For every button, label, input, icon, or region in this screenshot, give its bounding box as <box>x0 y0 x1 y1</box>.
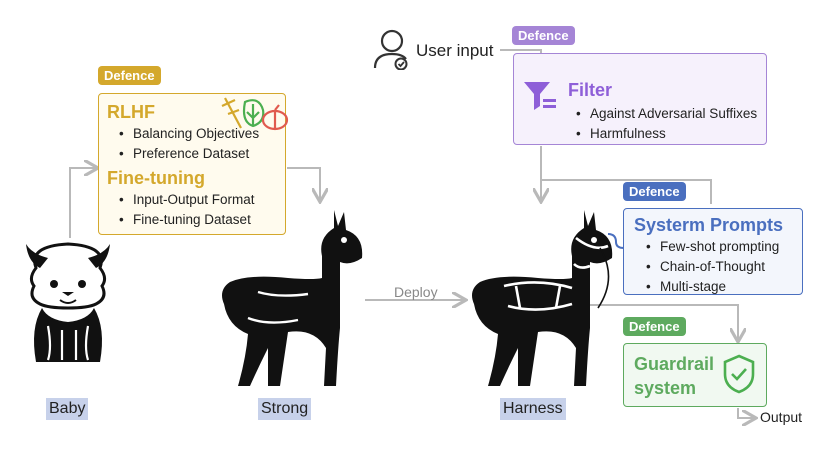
finetuning-item: Fine-tuning Dataset <box>119 210 255 230</box>
filter-box: Filter Against Adversarial Suffixes Harm… <box>513 53 767 145</box>
strong-alpaca-icon <box>222 210 363 386</box>
system-prompts-title: Systerm Prompts <box>634 215 784 235</box>
wire-baby-to-rlhf <box>69 168 96 238</box>
guardrail-defence-tag: Defence <box>623 317 686 336</box>
rlhf-item: Preference Dataset <box>119 144 259 164</box>
filter-item: Harmfulness <box>576 124 757 144</box>
system-prompts-items: Few-shot prompting Chain-of-Thought Mult… <box>642 237 779 297</box>
rlhf-defence-tag: Defence <box>98 66 161 85</box>
user-icon <box>373 29 408 70</box>
rlhf-item: Balancing Objectives <box>119 124 259 144</box>
filter-funnel-icon <box>524 82 556 110</box>
baby-caption: Baby <box>46 398 89 420</box>
rlhf-title: RLHF <box>107 102 155 122</box>
wire-harness-to-guardrail <box>580 304 738 340</box>
finetuning-items: Input-Output Format Fine-tuning Dataset <box>115 190 255 230</box>
wire-rlhf-to-strong <box>287 167 320 200</box>
finetuning-item: Input-Output Format <box>119 190 255 210</box>
finetuning-title: Fine-tuning <box>107 168 205 188</box>
filter-defence-tag: Defence <box>512 26 575 45</box>
vegetables-icon <box>221 97 289 131</box>
system-bracket <box>607 233 625 249</box>
wire-guardrail-to-output <box>737 408 754 418</box>
filter-item: Against Adversarial Suffixes <box>576 104 757 124</box>
guardrail-title-line2: system <box>634 378 697 398</box>
system-prompts-item: Multi-stage <box>646 277 779 297</box>
rlhf-box: RLHF Balancing Objectives Preference Dat… <box>98 93 289 235</box>
system-prompts-item: Chain-of-Thought <box>646 257 779 277</box>
deploy-label: Deploy <box>394 284 438 300</box>
system-prompts-item: Few-shot prompting <box>646 237 779 257</box>
output-label: Output <box>760 409 803 425</box>
rlhf-items: Balancing Objectives Preference Dataset <box>115 124 259 164</box>
guardrail-box: Guardrail system <box>623 343 767 407</box>
strong-caption: Strong <box>258 398 312 420</box>
user-input-label: User input <box>416 41 494 60</box>
system-defence-tag: Defence <box>623 182 686 201</box>
filter-title: Filter <box>568 80 613 100</box>
system-prompts-box: Systerm Prompts Few-shot prompting Chain… <box>623 208 803 297</box>
shield-check-icon <box>723 354 755 394</box>
baby-alpaca-icon <box>26 242 110 362</box>
wire-system-loop <box>541 179 712 204</box>
harness-caption: Harness <box>500 398 566 420</box>
harnessed-alpaca-icon <box>472 210 613 386</box>
filter-items: Against Adversarial Suffixes Harmfulness <box>572 104 757 144</box>
guardrail-title-line1: Guardrail <box>634 354 715 374</box>
